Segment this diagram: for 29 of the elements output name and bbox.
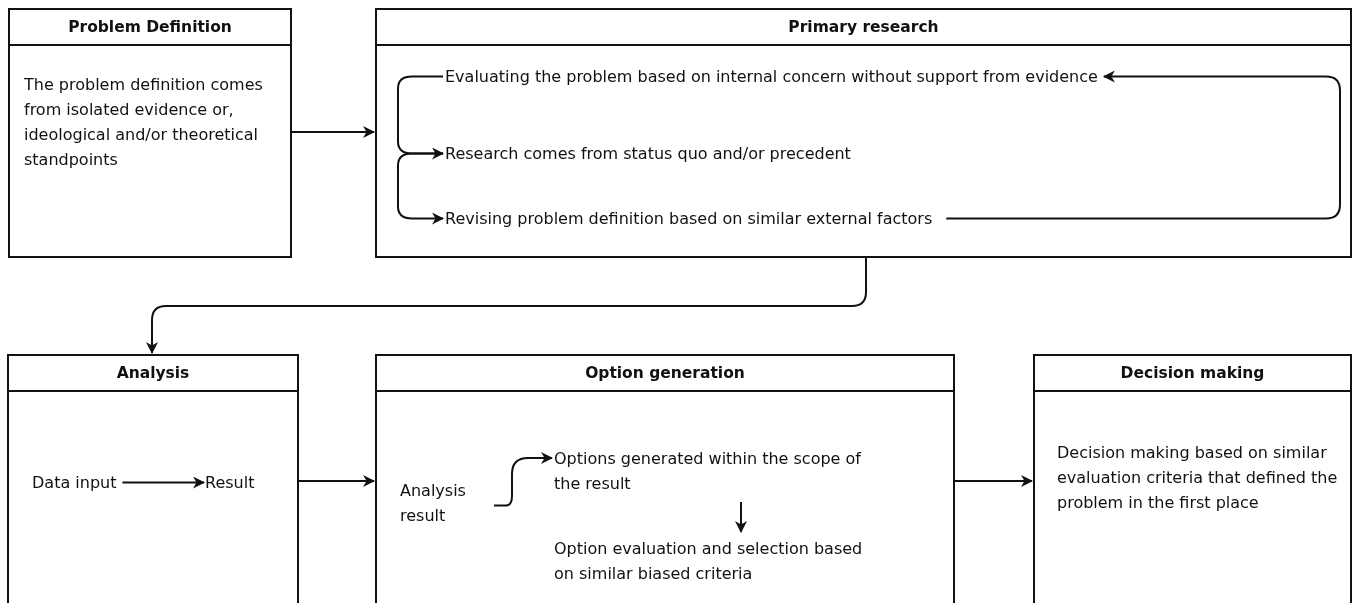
- arrow: [397, 75, 444, 160]
- step-text: Option evaluation and selection based on similar biased criteria: [554, 536, 884, 586]
- step-text: Analysis result: [400, 478, 500, 528]
- arrow: [735, 501, 747, 533]
- step-text: Data input: [32, 470, 117, 495]
- box-body-text: The problem definition comes from isolated evidence or, ideological and/or theoretical standpoints: [24, 74, 264, 171]
- process-box: [375, 354, 955, 603]
- arrow: [121, 476, 205, 489]
- arrow: [954, 475, 1033, 487]
- step-text: Options generated within the scope of the result: [554, 446, 884, 496]
- box-body-text: Decision making based on similar evaluation criteria that defined the problem in the first place: [1057, 442, 1339, 514]
- step-text: Result: [205, 470, 255, 495]
- arrow: [397, 152, 444, 225]
- box-heading: Analysis: [9, 356, 297, 392]
- arrow: [945, 70, 1341, 220]
- box-heading: Problem Definition: [10, 10, 290, 46]
- process-box: [8, 8, 292, 258]
- process-box: [1033, 354, 1352, 603]
- process-box: [7, 354, 299, 603]
- arrow: [146, 257, 867, 354]
- step-text: Evaluating the problem based on internal concern without support from evidence: [445, 64, 1098, 89]
- process-box: [375, 8, 1352, 258]
- arrow: [298, 475, 375, 487]
- box-heading: Option generation: [377, 356, 953, 392]
- box-heading: Decision making: [1035, 356, 1350, 392]
- step-text: Revising problem definition based on similar external factors: [445, 206, 933, 231]
- box-heading: Primary research: [377, 10, 1350, 46]
- arrow: [291, 126, 375, 138]
- step-text: Research comes from status quo and/or precedent: [445, 141, 851, 166]
